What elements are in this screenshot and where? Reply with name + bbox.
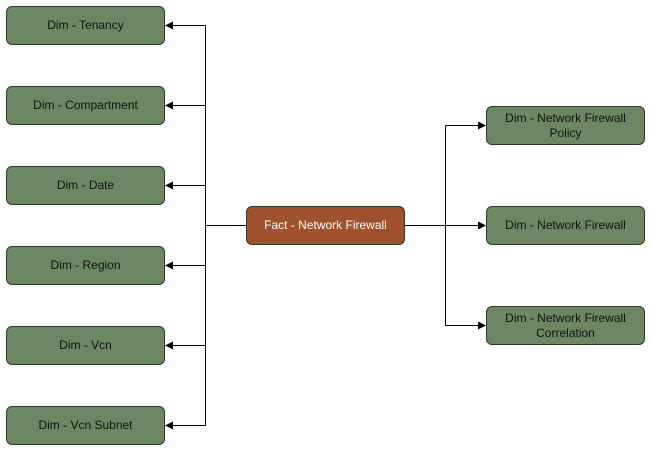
dim-region-node[interactable]: Dim - Region <box>6 246 165 285</box>
dim-network-firewall-label: Dim - Network Firewall <box>505 218 626 232</box>
dim-network-firewall-policy-node[interactable]: Dim - Network Firewall Policy <box>486 106 645 145</box>
fact-network-firewall-node[interactable]: Fact - Network Firewall <box>246 206 405 245</box>
dim-region-label: Dim - Region <box>50 258 121 272</box>
dim-tenancy-label: Dim - Tenancy <box>47 18 124 32</box>
fact-network-firewall-label: Fact - Network Firewall <box>264 218 387 232</box>
dim-vcn-node[interactable]: Dim - Vcn <box>6 326 165 365</box>
dim-network-firewall-correlation-node[interactable]: Dim - Network Firewall Correlation <box>486 306 645 345</box>
dim-network-firewall-policy-label: Dim - Network Firewall Policy <box>505 110 626 140</box>
dim-compartment-label: Dim - Compartment <box>33 98 138 112</box>
dim-compartment-node[interactable]: Dim - Compartment <box>6 86 165 125</box>
dim-tenancy-node[interactable]: Dim - Tenancy <box>6 6 165 45</box>
dim-vcn-label: Dim - Vcn <box>59 338 112 352</box>
dim-date-node[interactable]: Dim - Date <box>6 166 165 205</box>
dim-network-firewall-node[interactable]: Dim - Network Firewall <box>486 206 645 245</box>
dim-date-label: Dim - Date <box>56 178 115 192</box>
dim-vcn-subnet-label: Dim - Vcn Subnet <box>38 418 133 432</box>
dim-vcn-subnet-node[interactable]: Dim - Vcn Subnet <box>6 406 165 445</box>
dim-network-firewall-correlation-label: Dim - Network Firewall Correlation <box>505 310 626 340</box>
